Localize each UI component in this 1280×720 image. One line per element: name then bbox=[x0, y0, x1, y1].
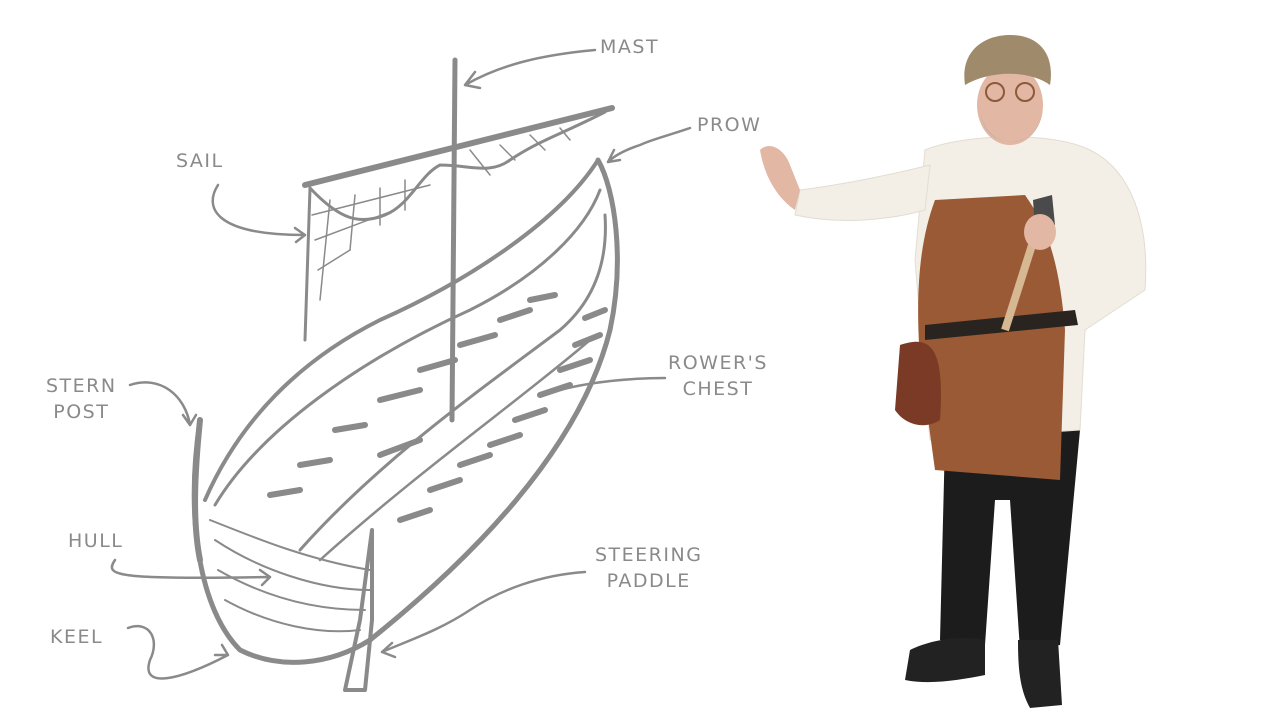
label-hull: HULL bbox=[68, 530, 124, 552]
label-keel: KEEL bbox=[50, 626, 104, 648]
presenter-face bbox=[977, 65, 1043, 145]
label-mast: MAST bbox=[600, 36, 660, 58]
label-sail: SAIL bbox=[176, 150, 224, 172]
presenter-hat bbox=[964, 35, 1051, 85]
label-prow: PROW bbox=[697, 114, 762, 136]
presenter-hand bbox=[760, 145, 800, 210]
presenter-trousers bbox=[940, 430, 1080, 650]
